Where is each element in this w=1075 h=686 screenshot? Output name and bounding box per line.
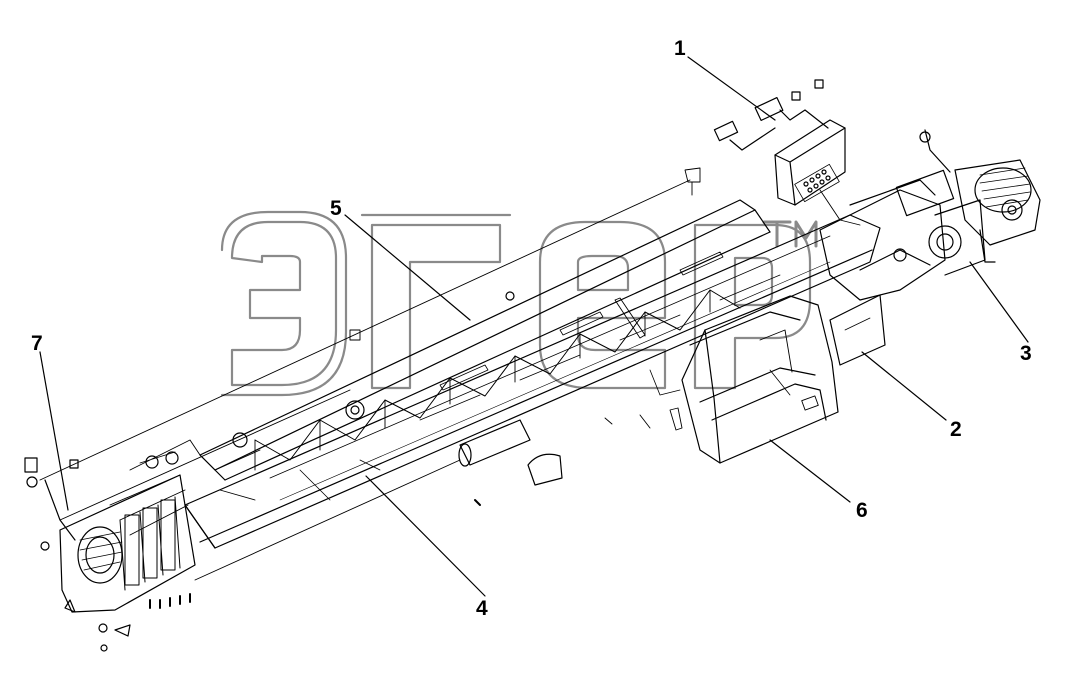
leader-line-5 (344, 214, 471, 321)
boom-base-pivot (819, 169, 986, 366)
hoist-rope (39, 179, 691, 481)
leader-lines (39, 56, 1029, 597)
leader-line-7 (39, 351, 69, 511)
leader-line-3 (969, 261, 1029, 343)
callout-1: 1 (674, 37, 686, 60)
hoist-winch (919, 129, 1041, 263)
operator-cabin (604, 295, 839, 464)
callout-4: 4 (476, 597, 488, 620)
callout-2: 2 (950, 418, 962, 441)
lattice-jib (199, 199, 771, 481)
leader-line-4 (365, 475, 486, 597)
telescopic-cylinder (299, 419, 563, 506)
watermark-logo (220, 210, 818, 397)
control-panel-box (713, 79, 861, 226)
callout-6: 6 (856, 499, 868, 522)
leader-line-1 (687, 56, 776, 121)
leader-line-6 (769, 439, 851, 503)
callout-7: 7 (31, 332, 43, 355)
boom-head-sheaves (24, 439, 461, 652)
leader-line-2 (861, 351, 947, 421)
callout-5: 5 (330, 197, 342, 220)
boom-outer-section (184, 214, 881, 549)
callout-3: 3 (1020, 342, 1032, 365)
